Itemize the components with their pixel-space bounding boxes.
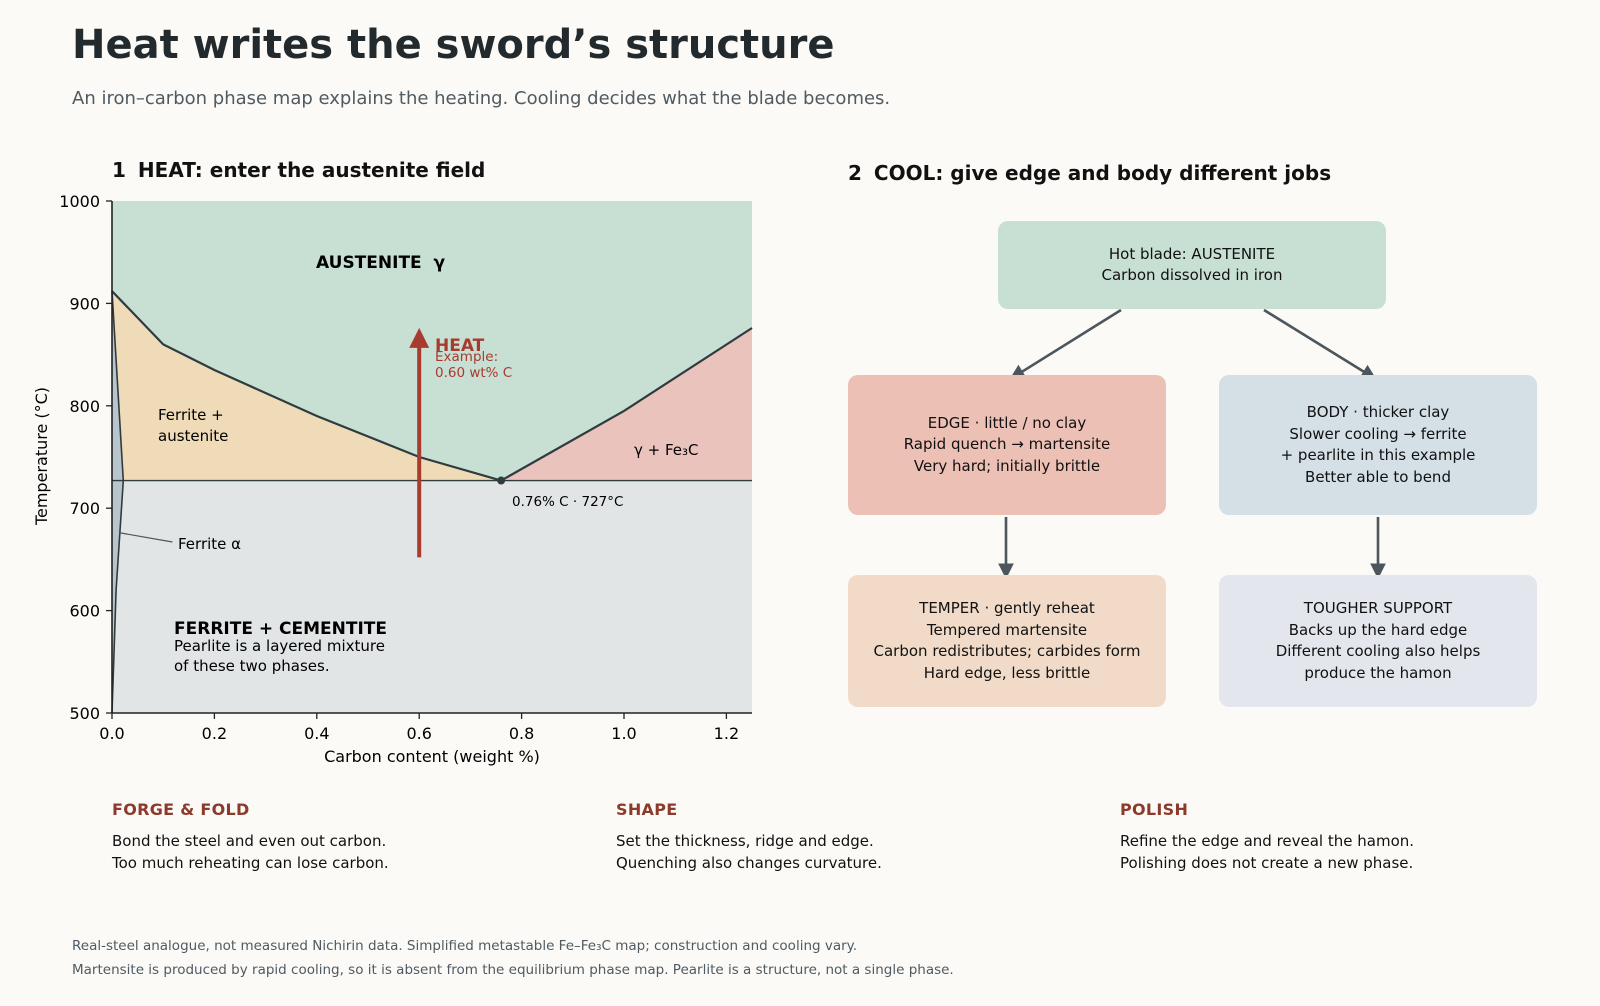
section-1-title: 1 HEAT: enter the austenite field [112,158,485,182]
ferrite-austenite-label-1: Ferrite + [158,406,224,424]
temper-line-2: Tempered martensite [926,620,1088,639]
step-shape-line-1: Set the thickness, ridge and edge. [616,832,874,850]
step-polish: POLISH Refine the edge and reveal the ha… [1120,800,1414,874]
a3-line [111,290,502,482]
chart-labels: AUSTENITE γ Ferrite + austenite γ + Fe₃C… [32,253,699,766]
body-line-1: BODY · thicker clay [1306,403,1450,421]
step-forge: FORGE & FOLD Bond the steel and even out… [112,800,389,874]
body-line-4: Better able to bend [1305,467,1451,486]
body-line-2: Slower cooling → ferrite [1289,424,1467,443]
footnote-2: Martensite is produced by rapid cooling,… [72,962,954,978]
section-2-label: COOL: give edge and body different jobs [873,161,1332,185]
region-ferrite-cementite [112,480,752,713]
body-box: BODY · thicker clay Slower cooling → fer… [1219,375,1537,515]
y-tick-label: 800 [69,397,100,416]
y-tick-label: 500 [69,704,100,723]
y-tick-label: 700 [69,499,100,518]
gamma-cementite-label: γ + Fe₃C [634,441,699,459]
heat-example-1: Example: [435,349,498,365]
support-line-2: Backs up the hard edge [1288,620,1468,639]
edge-box: EDGE · little / no clay Rapid quench → m… [848,375,1166,515]
ferrite-solvus-line [111,291,125,714]
temper-box: TEMPER · gently reheat Tempered martensi… [848,575,1166,707]
austenite-label: AUSTENITE γ [316,253,445,273]
step-shape: SHAPE Set the thickness, ridge and edge.… [616,800,882,874]
x-tick-label: 0.4 [304,724,329,743]
section-2-number: 2 [848,161,862,185]
x-tick-label: 0.0 [99,724,124,743]
x-tick-label: 0.8 [509,724,534,743]
step-forge-head: FORGE & FOLD [112,800,250,819]
ferrite-austenite-label-2: austenite [158,427,228,445]
support-box: TOUGHER SUPPORT Backs up the hard edge D… [1219,575,1537,707]
y-tick-label: 600 [69,602,100,621]
edge-line-1: EDGE · little / no clay [927,413,1087,432]
temper-line-4: Hard edge, less brittle [923,663,1091,682]
ferrite-label-leader [119,532,173,543]
region-gamma-cementite [501,328,752,481]
section-1-label: HEAT: enter the austenite field [137,158,486,182]
x-tick-label: 0.6 [406,724,431,743]
y-tick-label: 900 [69,294,100,313]
y-tick-label: 1000 [59,192,100,211]
region-austenite [112,201,752,481]
page-title: Heat writes the sword’s structure [72,22,835,68]
page-subtitle: An iron–carbon phase map explains the he… [72,88,891,109]
pearlite-note-2: of these two phases. [174,657,330,675]
edge-line-3: Very hard; initially brittle [913,456,1101,475]
support-line-4: produce the hamon [1304,663,1452,682]
step-polish-line-1: Refine the edge and reveal the hamon. [1120,832,1415,850]
temper-line-1: TEMPER · gently reheat [919,599,1095,617]
step-shape-line-2: Quenching also changes curvature. [616,853,882,872]
support-line-1: TOUGHER SUPPORT [1303,599,1453,617]
step-shape-head: SHAPE [616,800,678,819]
x-tick-label: 0.2 [202,724,227,743]
section-1-number: 1 [112,158,126,182]
hot-blade-line-2: Carbon dissolved in iron [1101,266,1283,284]
phase-chart: 0.0 0.2 0.4 0.6 0.8 1.0 1.2 500 600 700 800 900 1000… [32,192,753,766]
support-line-3: Different cooling also helps [1275,642,1481,660]
step-forge-line-2: Too much reheating can lose carbon. [112,853,389,872]
chart-axes: 0.0 0.2 0.4 0.6 0.8 1.0 1.2 500 600 700 800 900 1000 [59,192,752,743]
ferrite-cementite-label: FERRITE + CEMENTITE [174,619,387,639]
x-tick-label: 1.2 [714,724,739,743]
edge-line-2: Rapid quench → martensite [903,435,1111,454]
heat-label: HEAT [435,336,485,356]
eutectoid-label: 0.76% C · 727°C [512,494,623,510]
temper-line-3: Carbon redistributes; carbides form [873,642,1141,660]
arrow-hot-to-body [1263,308,1377,380]
heat-example-2: 0.60 wt% C [435,365,512,381]
flow-arrows [998,308,1386,580]
region-ferrite-austenite [112,291,502,481]
step-polish-head: POLISH [1120,800,1189,819]
body-line-3: + pearlite in this example [1280,446,1476,464]
footnote-1: Real-steel analogue, not measured Nichir… [72,938,858,954]
hot-blade-line-1: Hot blade: AUSTENITE [1108,244,1276,263]
eutectoid-point [497,476,506,485]
step-forge-line-1: Bond the steel and even out carbon. [112,832,387,850]
acm-line [500,327,753,482]
ferrite-alpha-label: Ferrite α [178,535,241,553]
hot-blade-box: Hot blade: AUSTENITE Carbon dissolved in… [998,221,1386,309]
section-2-title: 2 COOL: give edge and body different jobs [848,161,1331,185]
y-axis-label: Temperature (°C) [32,387,51,526]
x-axis-label: Carbon content (weight %) [324,747,540,766]
pearlite-note-1: Pearlite is a layered mixture [174,637,385,655]
x-tick-label: 1.0 [611,724,636,743]
step-polish-line-2: Polishing does not create a new phase. [1120,853,1414,872]
arrow-hot-to-edge [1009,308,1122,380]
